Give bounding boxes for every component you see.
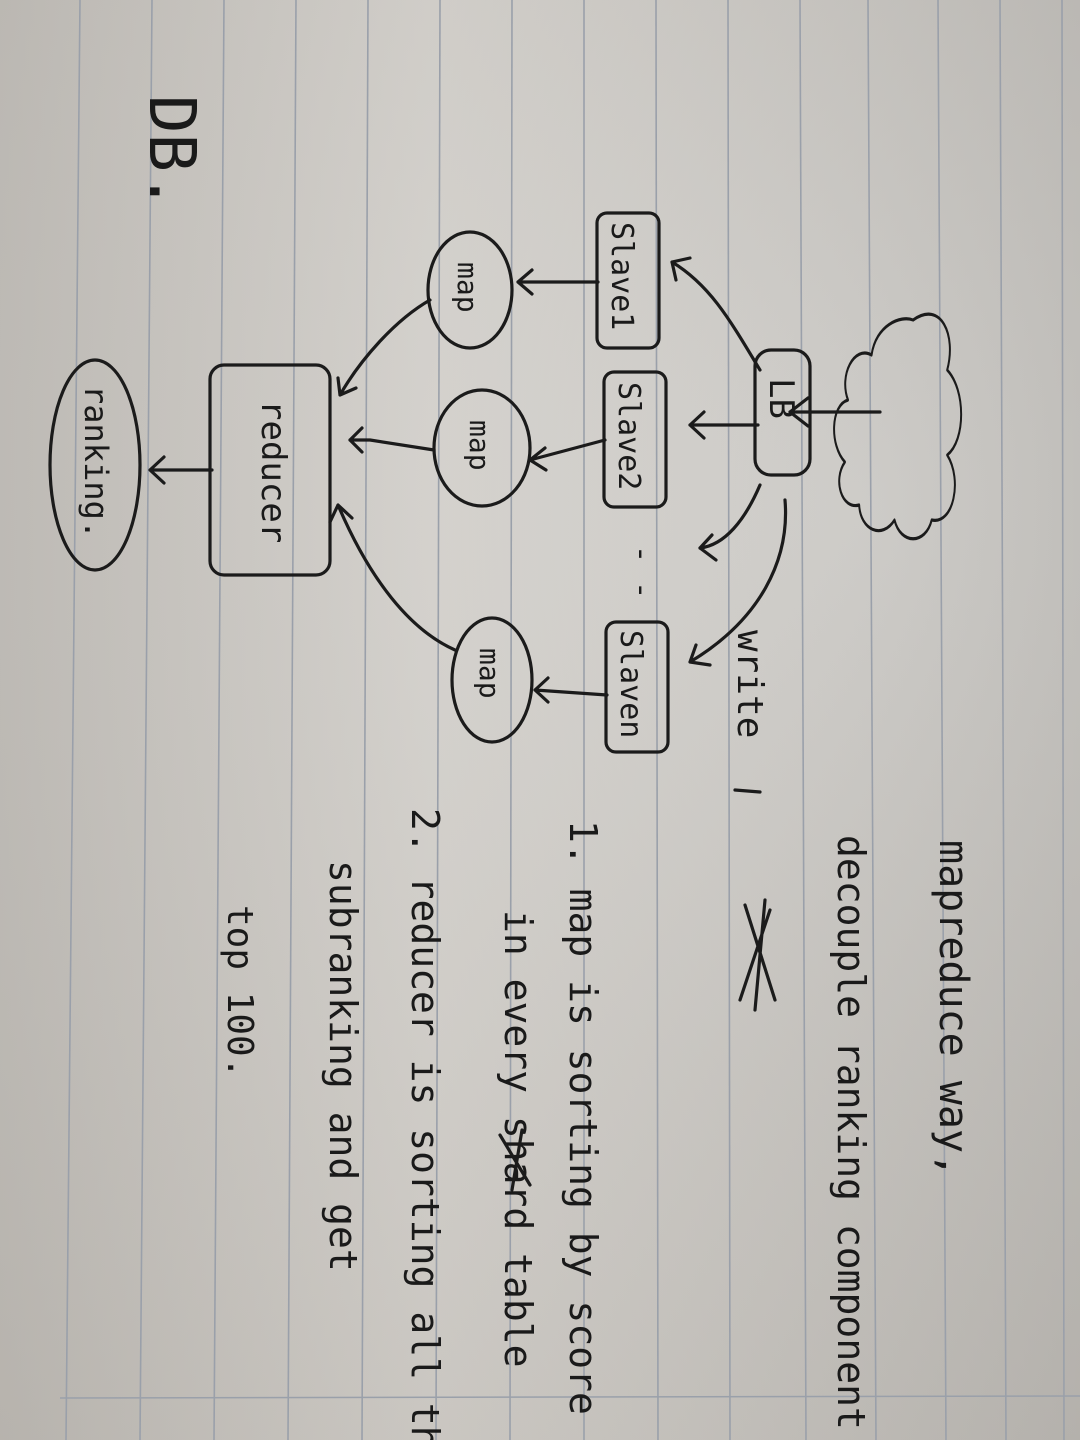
page-title: DB.	[134, 95, 208, 211]
note-line-2: decouple ranking component	[829, 835, 873, 1430]
slaven-box	[604, 620, 670, 754]
write-underline	[733, 788, 762, 794]
lb-to-slave2-arrow	[688, 410, 760, 440]
ranking-oval	[48, 358, 142, 572]
note-line-6: subranking and get	[321, 860, 365, 1272]
map3-to-reducer-arrow	[328, 503, 457, 652]
lb-to-slaven-arrow	[688, 498, 788, 667]
note-line-5: 2. reducer is sorting all the	[403, 808, 447, 1440]
lb-hook-arrow	[698, 483, 762, 562]
map2-oval	[432, 388, 532, 508]
lb-label: LB	[761, 378, 801, 419]
map1-to-reducer-arrow	[336, 298, 432, 397]
map3-label: map	[473, 648, 506, 699]
slave1-to-map-arrow	[516, 268, 600, 296]
scribble-2	[498, 1128, 532, 1192]
map3-oval	[450, 616, 534, 744]
lb-to-slave1-arrow	[670, 256, 762, 372]
cloud-shape	[833, 312, 963, 541]
map2-to-reducer-arrow	[348, 426, 436, 454]
map2-label: map	[463, 420, 496, 471]
map1-label: map	[451, 262, 484, 313]
map1-oval	[426, 230, 514, 350]
write-label: write	[729, 630, 770, 738]
slave-ellipsis: - -	[624, 545, 659, 599]
reducer-label: reducer	[253, 400, 293, 543]
reducer-to-ranking-arrow	[148, 455, 214, 485]
ranking-label: ranking.	[77, 385, 115, 539]
slave2-to-map-arrow	[528, 438, 607, 472]
ruled-lines	[59, 0, 1080, 1440]
note-line-1: mapreduce way,	[930, 840, 976, 1177]
notes-block: mapreduce way, decouple ranking componen…	[219, 808, 976, 1440]
slave2-label: Slave2	[611, 382, 646, 490]
slaven-to-map-arrow	[533, 676, 609, 704]
slaven-label: Slaven	[613, 630, 648, 738]
cloud-to-lb-arrow	[788, 396, 882, 428]
note-line-3: 1. map is sorting by score	[561, 820, 605, 1415]
lb-box	[753, 348, 812, 477]
note-line-7: top 100.	[219, 905, 260, 1078]
slave1-label: Slave1	[604, 222, 639, 330]
scribble-1	[738, 898, 777, 1012]
